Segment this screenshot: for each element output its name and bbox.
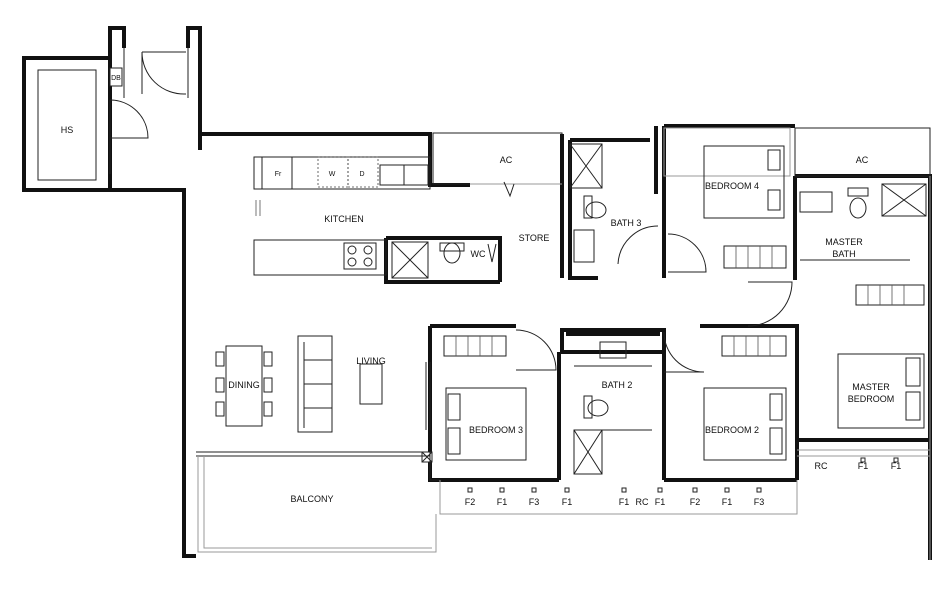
bedroom3-label: BEDROOM 3 xyxy=(469,425,523,435)
window-label-s9: F1 xyxy=(722,497,733,507)
balcony-label: BALCONY xyxy=(290,494,333,504)
kitchen-label: KITCHEN xyxy=(324,214,364,224)
store-label: STORE xyxy=(519,233,550,243)
window-labels: F2 F1 F3 F1 F1 RC F1 F2 F1 F3 RC F1 F1 xyxy=(465,457,902,507)
bath2-label: BATH 2 xyxy=(602,380,633,390)
window-label-m2: F1 xyxy=(858,461,869,471)
master-bedroom-label-2: BEDROOM xyxy=(848,394,895,404)
master-bedroom-label-1: MASTER xyxy=(852,382,890,392)
window-label-s7: F1 xyxy=(655,497,666,507)
wc-label: WC xyxy=(471,249,486,259)
dining-label: DINING xyxy=(228,380,260,390)
window-label-m3: F1 xyxy=(891,461,902,471)
window-label-s1: F2 xyxy=(465,497,476,507)
window-label-s8: F2 xyxy=(690,497,701,507)
window-label-s3: F3 xyxy=(529,497,540,507)
exterior-walls xyxy=(22,26,932,560)
washer-label: W xyxy=(329,171,336,178)
window-label-s10: F3 xyxy=(754,497,765,507)
bedroom4-label: BEDROOM 4 xyxy=(705,181,759,191)
window-label-s6: RC xyxy=(636,497,649,507)
window-label-s5: F1 xyxy=(619,497,630,507)
window-label-s2: F1 xyxy=(497,497,508,507)
master-bath-label-1: MASTER xyxy=(825,237,863,247)
window-label-m1: RC xyxy=(815,461,828,471)
living-label: LIVING xyxy=(356,356,386,366)
bedroom2-label: BEDROOM 2 xyxy=(705,425,759,435)
interior-lines xyxy=(37,48,931,560)
window-label-s4: F1 xyxy=(562,497,573,507)
db-label: DB xyxy=(111,75,121,82)
fridge-label: Fr xyxy=(275,171,282,178)
ac-right-label: AC xyxy=(856,155,869,165)
master-bath-label-2: BATH xyxy=(832,249,855,259)
room-labels: HS DB KITCHEN Fr W D AC AC STORE WC BATH… xyxy=(61,75,895,504)
ac-left-label: AC xyxy=(500,155,513,165)
dryer-label: D xyxy=(359,171,364,178)
hs-label: HS xyxy=(61,125,74,135)
bath3-label: BATH 3 xyxy=(611,218,642,228)
